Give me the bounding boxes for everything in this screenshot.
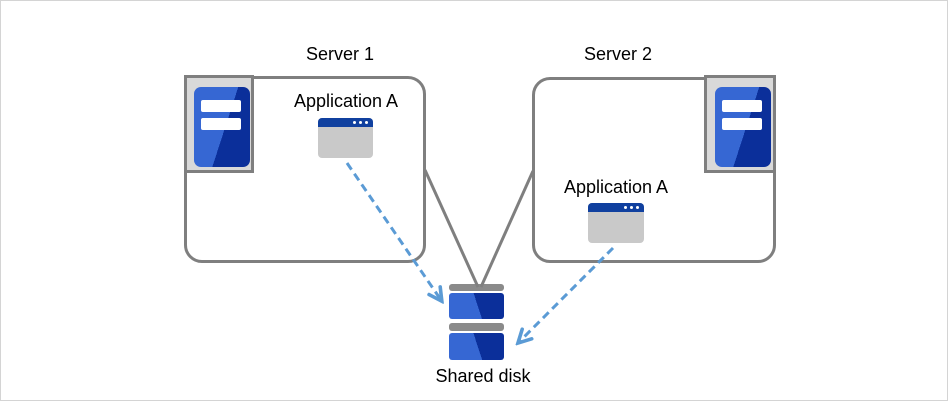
tower-slot — [722, 100, 762, 112]
disk-cap — [449, 284, 504, 291]
disk-cap — [449, 323, 504, 331]
window-dots — [624, 206, 639, 209]
window-dots — [353, 121, 368, 124]
server1-icon-frame — [184, 75, 254, 173]
server-tower-icon — [194, 87, 250, 167]
application-window-icon — [588, 203, 644, 243]
disk-unit — [449, 293, 504, 319]
window-titlebar — [588, 203, 644, 212]
server2-label: Server 2 — [583, 44, 653, 64]
edge-server1-to-disk — [423, 169, 480, 288]
shared-disk-label: Shared disk — [435, 366, 531, 386]
server2-icon-frame — [704, 75, 776, 173]
server2-application-label: Application A — [563, 177, 669, 197]
server1-label: Server 1 — [305, 44, 375, 64]
application-window-icon — [318, 118, 373, 158]
disk-unit — [449, 333, 504, 360]
disk-stack-icon — [449, 284, 504, 361]
tower-slot — [201, 100, 241, 112]
window-titlebar — [318, 118, 373, 127]
tower-slot — [201, 118, 241, 130]
server-tower-icon — [715, 87, 771, 167]
tower-slot — [722, 118, 762, 130]
server1-application-label: Application A — [293, 91, 399, 111]
edge-server2-to-disk — [479, 170, 535, 288]
